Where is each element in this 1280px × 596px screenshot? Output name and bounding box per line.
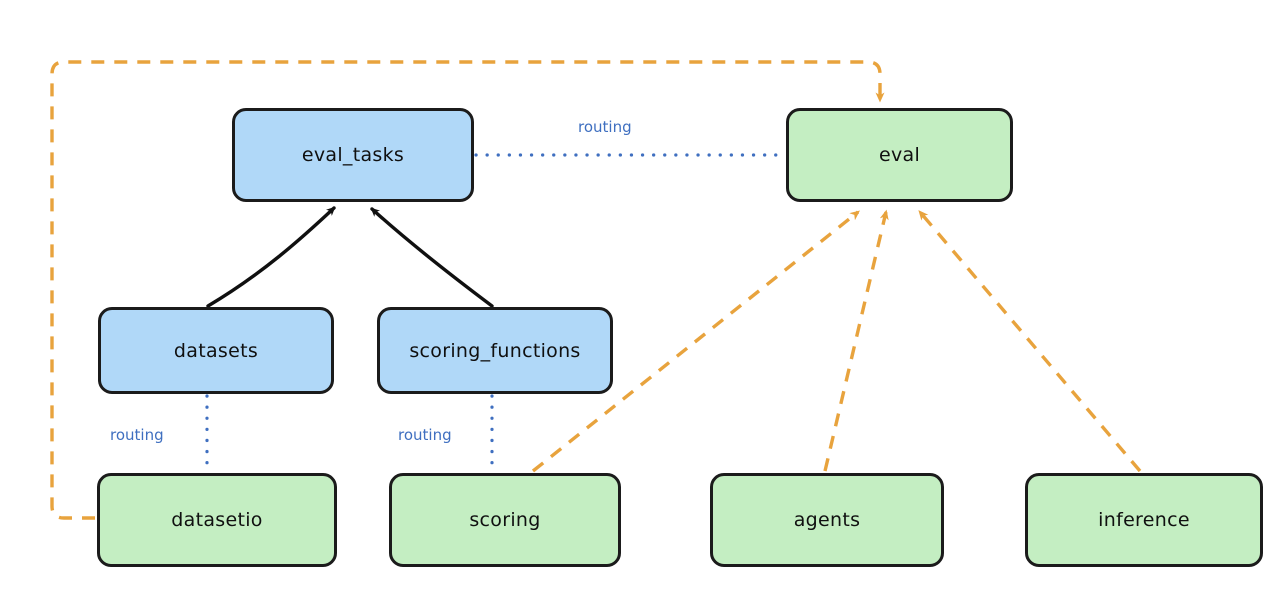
node-eval[interactable]: eval (786, 108, 1013, 202)
edge-inference-to-eval-dependency (918, 210, 1142, 473)
edge-datasets-to-eval-tasks (206, 206, 336, 308)
node-datasetio[interactable]: datasetio (97, 473, 337, 567)
edge-scoring-functions-to-eval-tasks (370, 207, 494, 308)
edge-label-routing-eval-tasks-eval: routing (578, 118, 632, 136)
node-inference[interactable]: inference (1025, 473, 1263, 567)
edge-label-routing-scoring-functions-scoring: routing (398, 426, 452, 444)
node-scoring[interactable]: scoring (389, 473, 621, 567)
node-label-inference: inference (1098, 509, 1190, 531)
edge-scoring-to-eval-dependency (531, 210, 860, 473)
node-agents[interactable]: agents (710, 473, 944, 567)
node-scoring-functions[interactable]: scoring_functions (377, 307, 613, 394)
edge-agents-to-eval-dependency (823, 209, 889, 472)
node-label-scoring-functions: scoring_functions (409, 339, 581, 362)
edge-datasetio-to-eval-dependency (50, 60, 885, 520)
edge-label-routing-datasets-datasetio: routing (110, 426, 164, 444)
node-label-scoring: scoring (469, 509, 541, 531)
node-eval-tasks[interactable]: eval_tasks (232, 108, 474, 202)
node-label-agents: agents (793, 509, 861, 531)
node-datasets[interactable]: datasets (98, 307, 334, 394)
node-label-eval: eval (878, 144, 921, 166)
node-label-datasetio: datasetio (171, 509, 263, 531)
node-label-eval-tasks: eval_tasks (301, 144, 405, 166)
node-label-datasets: datasets (173, 339, 259, 362)
